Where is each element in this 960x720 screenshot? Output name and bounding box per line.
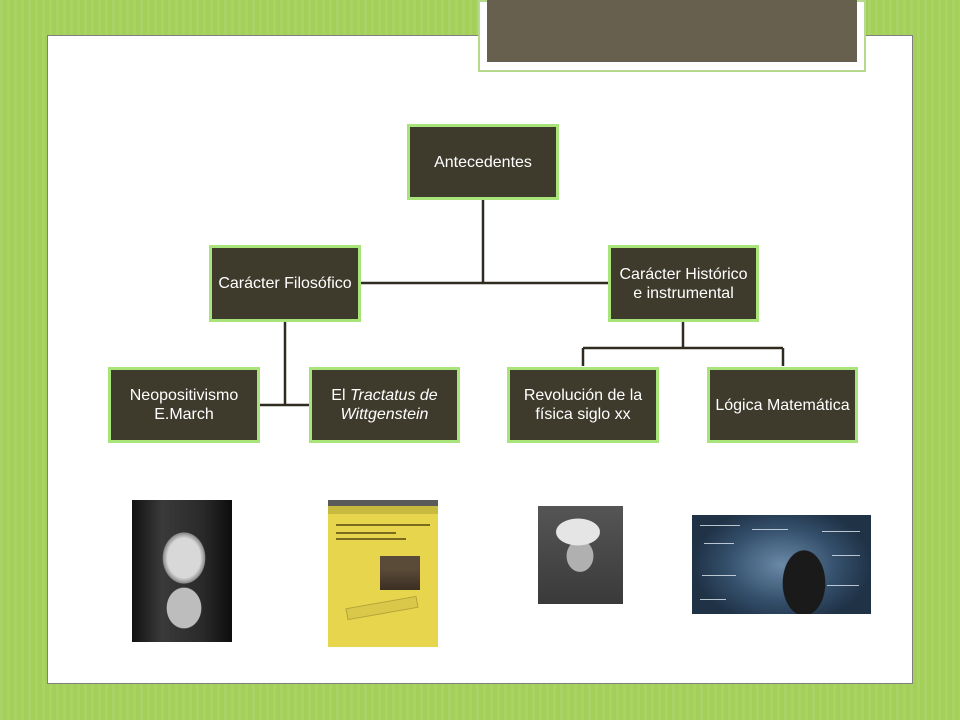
photo-tractatus-book [328,500,438,647]
book-portrait [380,556,420,590]
node-neopositivismo-label: Neopositivismo E.March [129,387,239,423]
node-caracter-filosofico-label: Carácter Filosófico [218,275,352,292]
formula-line [700,599,726,600]
node-caracter-filosofico: Carácter Filosófico [209,245,361,322]
photo-math-formulas [692,515,871,614]
book-label [345,595,419,621]
node-antecedentes: Antecedentes [407,124,559,200]
node-caracter-historico: Carácter Histórico e instrumental [608,245,759,322]
node-revolucion-fisica-label: Revolución de la física siglo xx [523,387,643,423]
book-title-line [336,532,396,534]
book-band [328,506,438,514]
node-tractatus-prefix: El [331,387,350,404]
node-caracter-historico-label: Carácter Histórico e instrumental [619,265,748,302]
node-logica-matematica: Lógica Matemática [707,367,858,443]
formula-line [827,585,859,586]
photo-einstein [538,506,623,604]
book-title-line [336,524,430,526]
node-neopositivismo: Neopositivismo E.March [108,367,260,443]
book-title-line [336,538,406,540]
photo-ernst-mach [132,500,232,642]
formula-line [704,543,734,544]
formula-line [822,531,860,532]
formula-line [700,525,740,526]
node-logica-matematica-label: Lógica Matemática [715,396,850,414]
node-tractatus-italic: Tractatus de Wittgenstein [340,387,438,423]
node-tractatus-label: El Tractatus de Wittgenstein [316,386,453,424]
node-revolucion-fisica: Revolución de la física siglo xx [507,367,659,443]
title-placeholder [487,0,857,62]
formula-line [702,575,736,576]
formula-line [752,529,788,530]
node-tractatus: El Tractatus de Wittgenstein [309,367,460,443]
formula-line [832,555,860,556]
node-antecedentes-label: Antecedentes [434,153,532,171]
